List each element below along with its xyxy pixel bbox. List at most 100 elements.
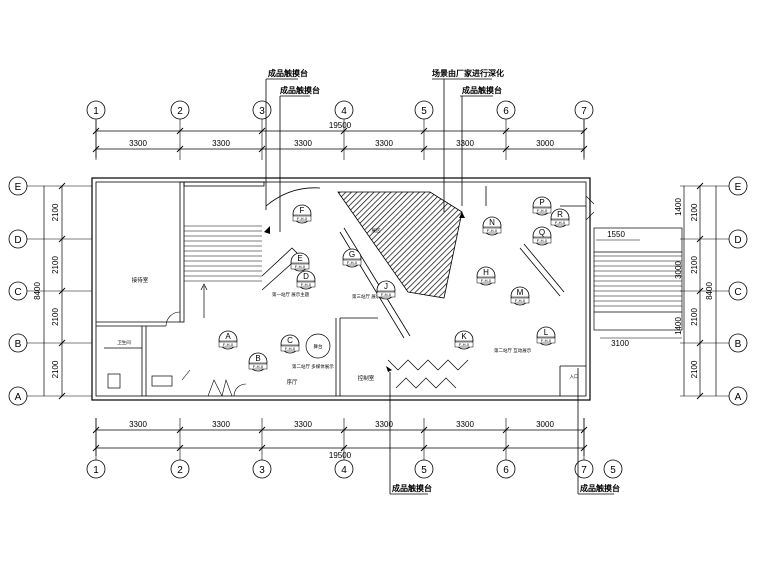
dim-right-total: 8400 [705, 282, 714, 300]
dim-segment-top: 3300 [129, 139, 147, 148]
marker-letter: D [303, 272, 309, 281]
top-dimension-ticks [92, 127, 588, 153]
room-control: 控制室 [358, 374, 375, 382]
row-label-right: B [735, 339, 742, 350]
axis-label-bottom: 3 [259, 465, 265, 476]
marker-letter: N [489, 218, 495, 227]
note-touch-table-1: 成品触摸台 [268, 68, 308, 78]
exterior-stair-dim [596, 239, 682, 339]
dim-segment-bottom: 3300 [212, 420, 230, 429]
exhibit-marker-r: RF-H-0 [550, 208, 570, 228]
caption-4: 第二站厅 互动展示 [494, 347, 532, 354]
dim-row-right: 2100 [690, 308, 699, 326]
top-annotations [265, 78, 493, 232]
note-scene-vendor: 场景由厂家进行深化 [432, 68, 504, 78]
axis-bubble-bottom [574, 459, 594, 479]
axis-label-top: 4 [341, 106, 347, 117]
dim-row-right: 2100 [690, 360, 699, 378]
dim-segment-bottom: 3300 [294, 420, 312, 429]
dim-tick [92, 145, 100, 153]
dim-segment-top: 3300 [212, 139, 230, 148]
dim-segment-bottom: 3000 [536, 420, 554, 429]
exhibit-marker-f: FF-H-0 [292, 204, 312, 224]
dim-row-left: 2100 [51, 256, 60, 274]
zigzag-display-2 [395, 377, 457, 389]
marker-code: F-H-0 [541, 338, 552, 343]
marker-code: F-H-0 [297, 216, 308, 221]
sink-fixture [151, 375, 173, 387]
marker-code: F-H-0 [459, 342, 470, 347]
axis-label-top: 1 [93, 106, 99, 117]
zigzag-display [387, 359, 469, 371]
exhibit-markers: AF-H-0BF-H-0CF-H-0DF-H-0EF-H-0FF-H-0GF-H… [218, 196, 570, 372]
marker-code: F-H-0 [223, 342, 234, 347]
room-wc: 卫生间 [117, 339, 131, 346]
marker-letter: F [300, 206, 305, 215]
dim-row-right: 2100 [690, 203, 699, 221]
exhibit-marker-n: NF-H-0 [482, 216, 502, 236]
extra-axis-bubble [603, 459, 623, 479]
exhibit-marker-l: LF-H-0 [536, 326, 556, 346]
row-label-left: D [14, 235, 21, 246]
marker-code-box [280, 345, 300, 352]
exhibit-marker-d: DF-H-0 [296, 270, 316, 290]
axis-label-bottom: 6 [503, 465, 509, 476]
axis-label-top: 7 [581, 106, 587, 117]
dim-segment-bottom: 3300 [129, 420, 147, 429]
axis-label-bottom: 1 [93, 465, 99, 476]
dim-tick [258, 145, 266, 153]
dim-segment-top: 3000 [536, 139, 554, 148]
dim-1550: 1550 [607, 230, 625, 239]
marker-letter: R [557, 210, 563, 219]
dim-3100: 3100 [611, 339, 629, 348]
axis-label-top: 2 [177, 106, 183, 117]
exhibit-marker-c: CF-H-0 [280, 334, 300, 354]
right-dimensions [683, 186, 717, 396]
room-upper: 展区 [372, 228, 381, 234]
caption-2: 第二站厅 多媒体展示 [292, 363, 334, 370]
marker-code-box [476, 277, 496, 284]
caption-1: 第一站厅 展示主题 [272, 291, 310, 298]
note-touch-table-5: 成品触摸台 [580, 483, 620, 493]
dim-segment-bottom: 3300 [456, 420, 474, 429]
marker-code-box [342, 259, 362, 266]
exhibit-marker-q: QF-H-0 [532, 226, 552, 246]
exhibit-marker-m: MF-H-0 [510, 286, 530, 306]
marker-code: F-H-0 [537, 208, 548, 213]
marker-code: F-H-0 [285, 346, 296, 351]
axis-label-bottom: 2 [177, 465, 183, 476]
marker-letter: Q [539, 228, 545, 237]
marker-code-box [550, 219, 570, 226]
exterior-stair [593, 227, 683, 331]
dim-tick [580, 145, 588, 153]
marker-code-box [296, 281, 316, 288]
dim-tick [580, 127, 588, 135]
dim-tick [340, 145, 348, 153]
axis-bubble-bottom [496, 459, 516, 479]
marker-code-box [532, 207, 552, 214]
dim-tick [176, 127, 184, 135]
note-touch-table-3: 成品触摸台 [462, 85, 502, 95]
exhibit-marker-e: EF-H-0 [290, 252, 310, 272]
dim-inner-right: 1400 [674, 198, 683, 216]
row-label-right: D [734, 235, 741, 246]
marker-code: F-H-0 [555, 220, 566, 225]
marker-code-box [376, 291, 396, 298]
marker-letter: J [384, 282, 388, 291]
marker-code-box [454, 341, 474, 348]
dim-tick [92, 127, 100, 135]
marker-code-box [248, 363, 268, 370]
marker-code-box [218, 341, 238, 348]
axis-label-bottom: 4 [341, 465, 347, 476]
exterior-stair-treads [594, 255, 682, 307]
exhibit-marker-p: PF-H-0 [532, 196, 552, 216]
marker-letter: H [483, 268, 489, 277]
axis-label-bottom: 7 [581, 465, 587, 476]
marker-code: F-H-0 [347, 260, 358, 265]
marker-code-box [482, 227, 502, 234]
marker-letter: P [539, 198, 544, 207]
